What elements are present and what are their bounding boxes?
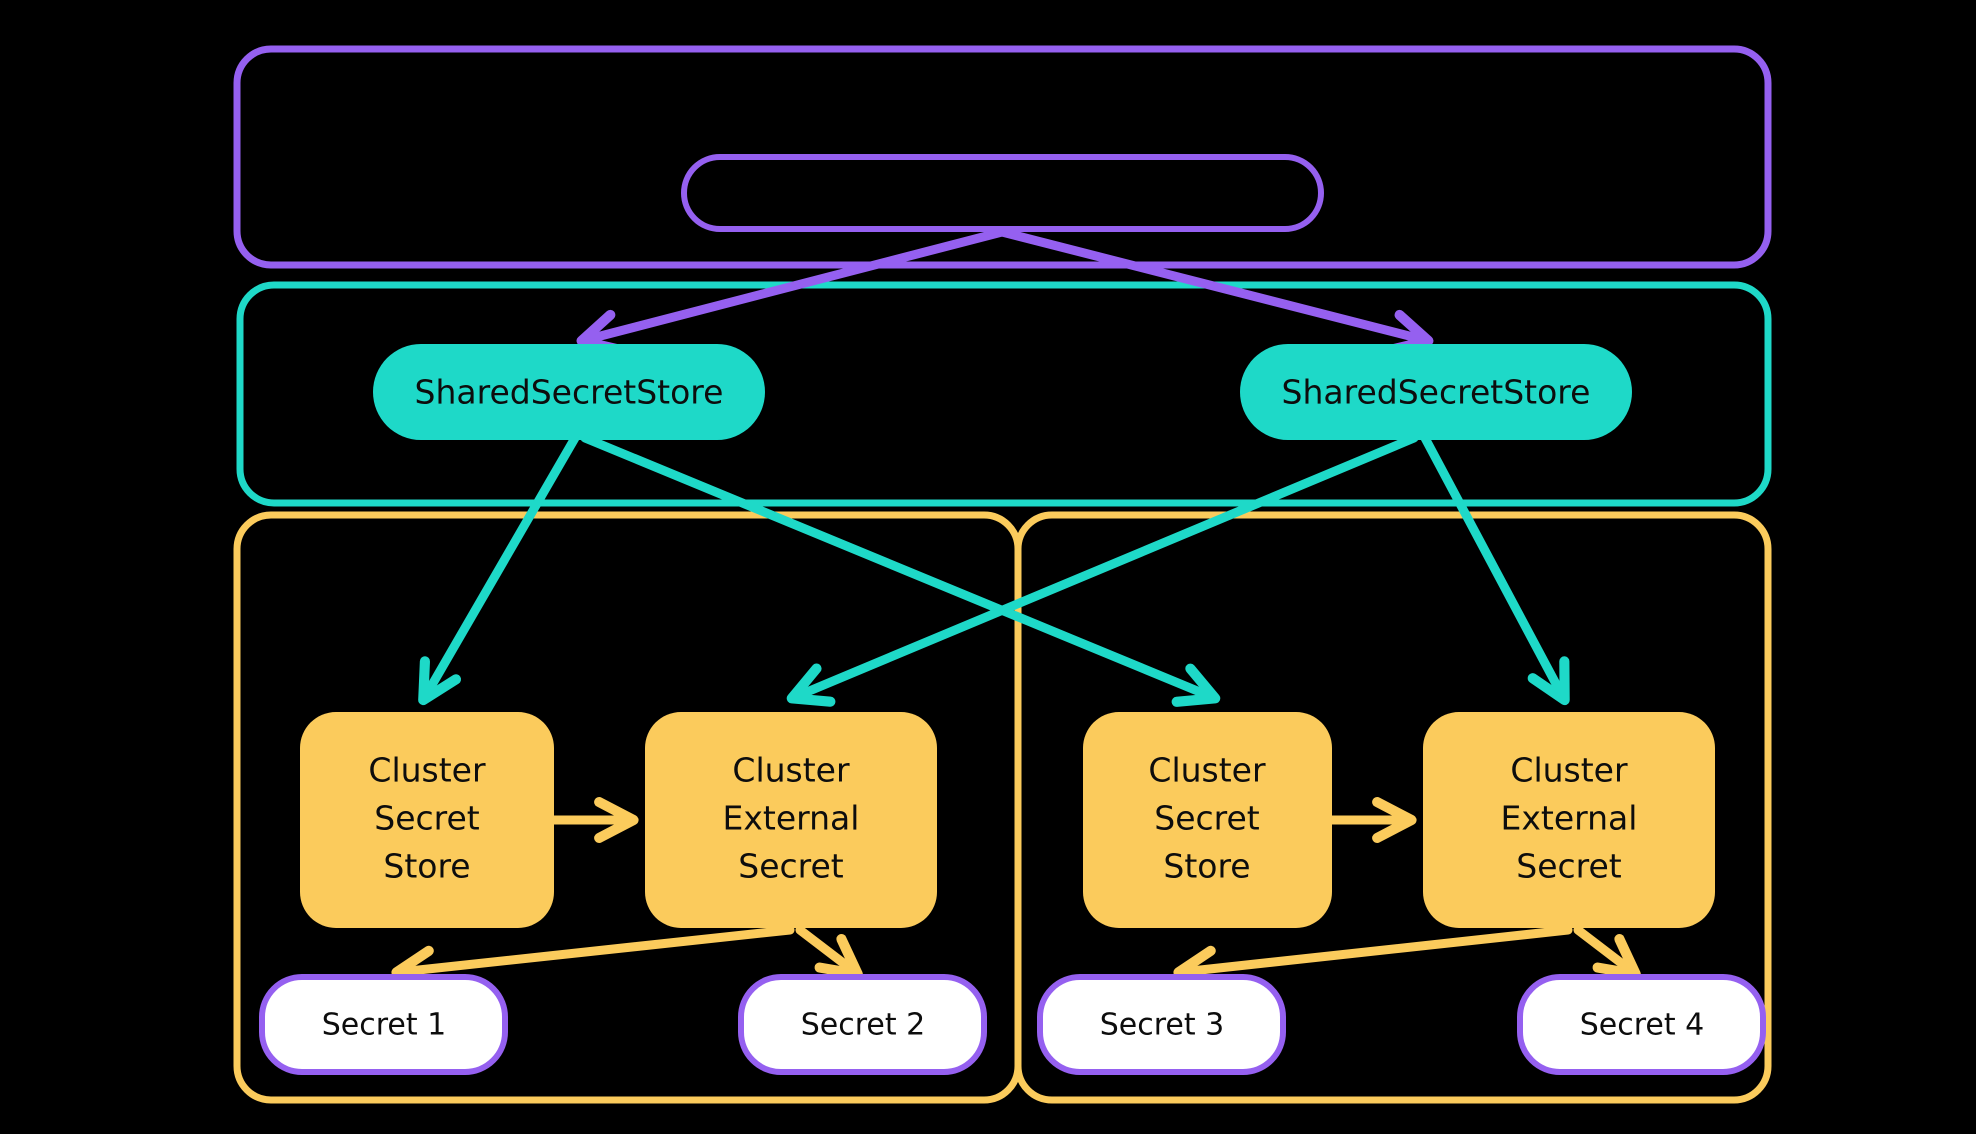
- cluster-secret-store-left-line-1: Cluster: [368, 751, 486, 790]
- edge-sss-left-to-cluster-secret-store-right: [580, 433, 1221, 707]
- node-cluster-secret-store-left[interactable]: Cluster Secret Store: [300, 712, 554, 928]
- secret-4-label: Secret 4: [1580, 1008, 1705, 1043]
- secret-2-label: Secret 2: [801, 1008, 926, 1043]
- cluster-external-secret-right-line-2: External: [1501, 799, 1638, 838]
- edge-ces-left-to-secret-1: [391, 925, 795, 992]
- node-cluster-secret-store-right[interactable]: Cluster Secret Store: [1083, 712, 1332, 928]
- purple-outer-container: [233, 45, 1772, 269]
- node-secret-1[interactable]: Secret 1: [259, 974, 508, 1075]
- edge-sss-right-to-cluster-external-secret-right: [1420, 433, 1570, 706]
- node-cluster-external-secret-right[interactable]: Cluster External Secret: [1423, 712, 1715, 928]
- edge-innerbox-to-sss-left: [576, 227, 1007, 355]
- purple-inner-box: [681, 154, 1324, 232]
- node-secret-2[interactable]: Secret 2: [738, 974, 987, 1075]
- node-shared-secret-store-left[interactable]: SharedSecretStore: [373, 344, 765, 440]
- teal-container: [236, 281, 1772, 507]
- edge-ces-left-to-secret-2: [795, 925, 863, 980]
- cluster-external-secret-left-line-3: Secret: [738, 847, 844, 886]
- edge-ces-right-to-secret-3: [1173, 925, 1573, 992]
- node-secret-4[interactable]: Secret 4: [1517, 974, 1766, 1075]
- edge-sss-right-to-cluster-external-secret-left: [786, 433, 1419, 707]
- edge-sss-left-to-cluster-secret-store-left: [418, 433, 580, 706]
- cluster-secret-store-right-line-1: Cluster: [1148, 751, 1266, 790]
- yellow-container-right: [1014, 511, 1772, 1104]
- edge-ces-right-to-secret-4: [1573, 925, 1641, 980]
- shared-secret-store-left-label: SharedSecretStore: [415, 373, 724, 412]
- cluster-external-secret-right-line-1: Cluster: [1510, 751, 1628, 790]
- secret-3-label: Secret 3: [1100, 1008, 1225, 1043]
- cluster-secret-store-right-line-3: Store: [1163, 847, 1250, 886]
- node-secret-3[interactable]: Secret 3: [1037, 974, 1286, 1075]
- edge-innerbox-to-sss-right: [997, 227, 1434, 355]
- cluster-external-secret-left-line-1: Cluster: [732, 751, 850, 790]
- cluster-secret-store-left-line-2: Secret: [374, 799, 480, 838]
- secret-1-label: Secret 1: [322, 1008, 447, 1043]
- cluster-external-secret-right-line-3: Secret: [1516, 847, 1622, 886]
- node-shared-secret-store-right[interactable]: SharedSecretStore: [1240, 344, 1632, 440]
- cluster-secret-store-right-line-2: Secret: [1154, 799, 1260, 838]
- cluster-external-secret-left-line-2: External: [723, 799, 860, 838]
- shared-secret-store-right-label: SharedSecretStore: [1282, 373, 1591, 412]
- node-cluster-external-secret-left[interactable]: Cluster External Secret: [645, 712, 937, 928]
- cluster-secret-store-left-line-3: Store: [383, 847, 470, 886]
